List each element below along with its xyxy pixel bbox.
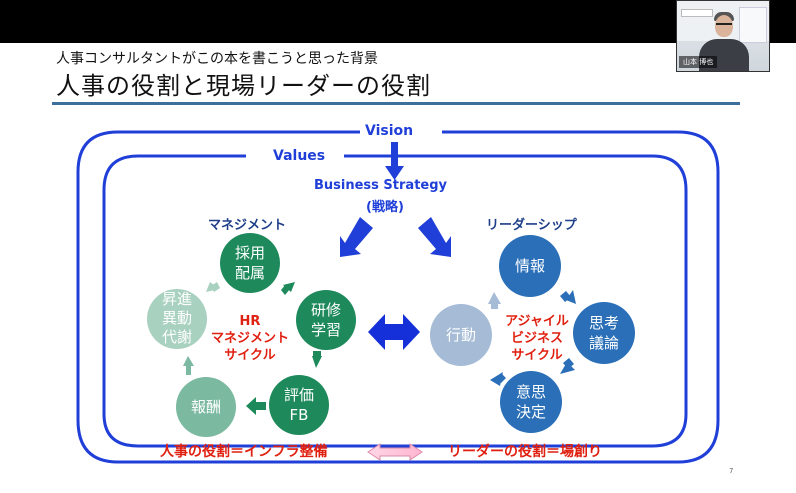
circle-promotion bbox=[147, 289, 207, 349]
circle-recruit-text: 採用 配属 bbox=[220, 243, 280, 283]
circle-decision bbox=[500, 371, 562, 433]
promotion-line2: 異動 bbox=[161, 309, 192, 327]
title-rule bbox=[52, 102, 740, 105]
evaluation-line1: 評価 bbox=[283, 386, 314, 404]
evaluation-line2: FB bbox=[289, 406, 309, 424]
values-label: Values bbox=[273, 148, 326, 164]
promotion-line1: 昇進 bbox=[161, 290, 192, 308]
management-heading: マネジメント bbox=[208, 218, 287, 233]
participant-head bbox=[715, 15, 733, 37]
hr-cycle-line3: サイクル bbox=[224, 348, 276, 363]
circle-information-text: 情報 bbox=[514, 257, 545, 275]
circle-reward bbox=[176, 377, 236, 437]
left-arrow-2 bbox=[312, 351, 322, 368]
shared-slide bbox=[0, 43, 796, 493]
circle-training bbox=[296, 290, 356, 350]
agile-cycle-line1: アジャイル bbox=[505, 314, 569, 329]
agile-cycle-line2: ビジネス bbox=[510, 331, 563, 346]
training-line2: 学習 bbox=[310, 321, 341, 339]
circle-recruit bbox=[220, 233, 280, 293]
bottom-double-arrow bbox=[367, 443, 423, 461]
circle-promotion-text: 昇進 異動 代謝 bbox=[147, 290, 207, 347]
training-line1: 研修 bbox=[310, 301, 341, 319]
right-arrow-4 bbox=[488, 292, 501, 309]
leader-role-caption: リーダーの役割＝場創り bbox=[448, 444, 602, 460]
agile-cycle-line3: サイクル bbox=[511, 348, 563, 363]
slide-title: 人事の役割と現場リーダーの役割 bbox=[56, 72, 431, 100]
vision-label: Vision bbox=[365, 123, 414, 139]
thinking-line2: 議論 bbox=[588, 334, 619, 352]
vision-frame bbox=[76, 130, 720, 464]
right-arrow-1 bbox=[560, 290, 576, 304]
circle-evaluation bbox=[269, 375, 329, 435]
left-arrow-5 bbox=[206, 282, 220, 292]
right-arrow-2 bbox=[560, 358, 575, 374]
circle-thinking bbox=[573, 302, 635, 364]
recruit-line2: 配属 bbox=[234, 264, 265, 282]
left-arrow-1 bbox=[281, 282, 295, 295]
left-arrow-4 bbox=[183, 356, 194, 375]
right-arrow-3 bbox=[490, 372, 506, 386]
promotion-line3: 代謝 bbox=[161, 328, 192, 346]
circle-action-text: 行動 bbox=[445, 326, 476, 344]
leadership-heading: リーダーシップ bbox=[486, 218, 577, 233]
agile-cycle-label: アジャイル ビジネス サイクル bbox=[497, 313, 577, 364]
video-shelf bbox=[681, 9, 713, 17]
hr-cycle-line2: マネジメント bbox=[210, 331, 289, 346]
participant-video-tile[interactable]: 山本 博也 bbox=[676, 0, 770, 72]
strategy-label: Business Strategy bbox=[314, 178, 448, 193]
values-frame bbox=[102, 154, 688, 448]
hr-role-caption: 人事の役割＝インフラ整備 bbox=[160, 444, 328, 460]
hr-cycle-label: HR マネジメント サイクル bbox=[200, 313, 300, 364]
strategy-sub-label: (戦略) bbox=[366, 200, 404, 215]
circle-training-text: 研修 学習 bbox=[296, 300, 356, 340]
hr-cycle-line1: HR bbox=[239, 314, 261, 329]
circle-action bbox=[430, 304, 492, 366]
circle-information bbox=[499, 235, 561, 297]
meeting-top-bar bbox=[0, 0, 796, 43]
recruit-line1: 採用 bbox=[234, 244, 265, 262]
page-number: 7 bbox=[729, 467, 734, 475]
circle-evaluation-text: 評価 FB bbox=[269, 385, 329, 425]
decision-line2: 決定 bbox=[515, 403, 546, 421]
participant-name: 山本 博也 bbox=[679, 56, 718, 68]
decision-line1: 意思 bbox=[515, 383, 546, 401]
circle-thinking-text: 思考 議論 bbox=[574, 313, 634, 353]
thinking-line1: 思考 bbox=[588, 314, 619, 332]
video-window bbox=[739, 7, 767, 43]
vision-down-arrow bbox=[385, 142, 404, 180]
right-diagonal-arrow bbox=[418, 217, 451, 257]
circle-decision-text: 意思 決定 bbox=[501, 382, 561, 422]
left-diagonal-arrow bbox=[340, 217, 373, 257]
participant-glasses bbox=[716, 23, 732, 28]
circle-reward-text: 報酬 bbox=[190, 398, 221, 416]
left-arrow-3 bbox=[246, 397, 266, 415]
center-double-arrow bbox=[368, 314, 420, 350]
slide-subtitle: 人事コンサルタントがこの本を書こうと思った背景 bbox=[56, 51, 378, 67]
